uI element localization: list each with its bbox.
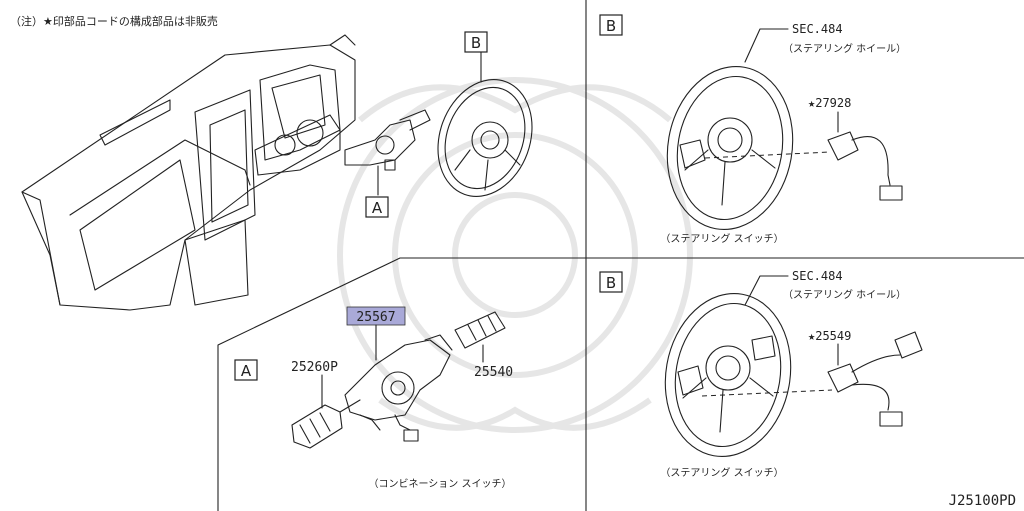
callout-b2-box — [599, 271, 623, 293]
b1-switch-drawing — [827, 131, 903, 201]
callout-b1-box — [599, 14, 623, 36]
b2-sec-desc: （ステアリング ホイール） — [783, 288, 906, 301]
b1-sec-desc: （ステアリング ホイール） — [783, 42, 906, 55]
b2-steering-wheel — [664, 292, 792, 458]
part-25567-label[interactable]: 25567 — [356, 310, 395, 325]
b1-part-label[interactable]: ★27928 — [808, 96, 851, 110]
b1-sec-ref[interactable]: SEC.484 — [792, 22, 843, 36]
note-text: （注）★印部品コードの構成部品は非販売 — [10, 14, 218, 28]
panel-dividers — [217, 0, 1024, 511]
callout-b1: B — [606, 17, 616, 35]
steering-wheel-overview — [437, 79, 533, 197]
dashboard-drawing — [21, 34, 356, 311]
column-switch-overview — [344, 109, 431, 196]
b2-dash-leader — [701, 389, 833, 397]
b2-sec-leader — [744, 275, 789, 306]
callout-a-overview: A — [372, 199, 383, 217]
b2-part-label[interactable]: ★25549 — [808, 329, 851, 343]
diagram-id: J25100PD — [949, 493, 1016, 509]
b2-caption: （ステアリング スイッチ） — [660, 466, 783, 479]
b1-sec-leader — [744, 28, 789, 63]
callout-a-overview-box — [365, 196, 389, 218]
callout-b2: B — [606, 274, 616, 292]
b1-steering-wheel — [666, 65, 794, 231]
callout-b-overview: B — [471, 34, 481, 52]
b1-caption: （ステアリング スイッチ） — [660, 232, 783, 245]
callout-b-overview-box — [464, 31, 488, 53]
b2-sec-ref[interactable]: SEC.484 — [792, 269, 843, 283]
b1-dash-leader — [704, 151, 831, 159]
part-25540-label[interactable]: 25540 — [474, 365, 513, 380]
part-25260p-label[interactable]: 25260P — [291, 360, 338, 375]
panel-a-caption: （コンビネーション スイッチ） — [369, 478, 512, 490]
callout-a-panel-box — [234, 359, 258, 381]
b2-switch-drawing — [827, 331, 923, 427]
combination-switch-drawing — [291, 311, 506, 449]
callout-a-panel: A — [241, 362, 252, 380]
watermark-emblem — [337, 77, 693, 433]
